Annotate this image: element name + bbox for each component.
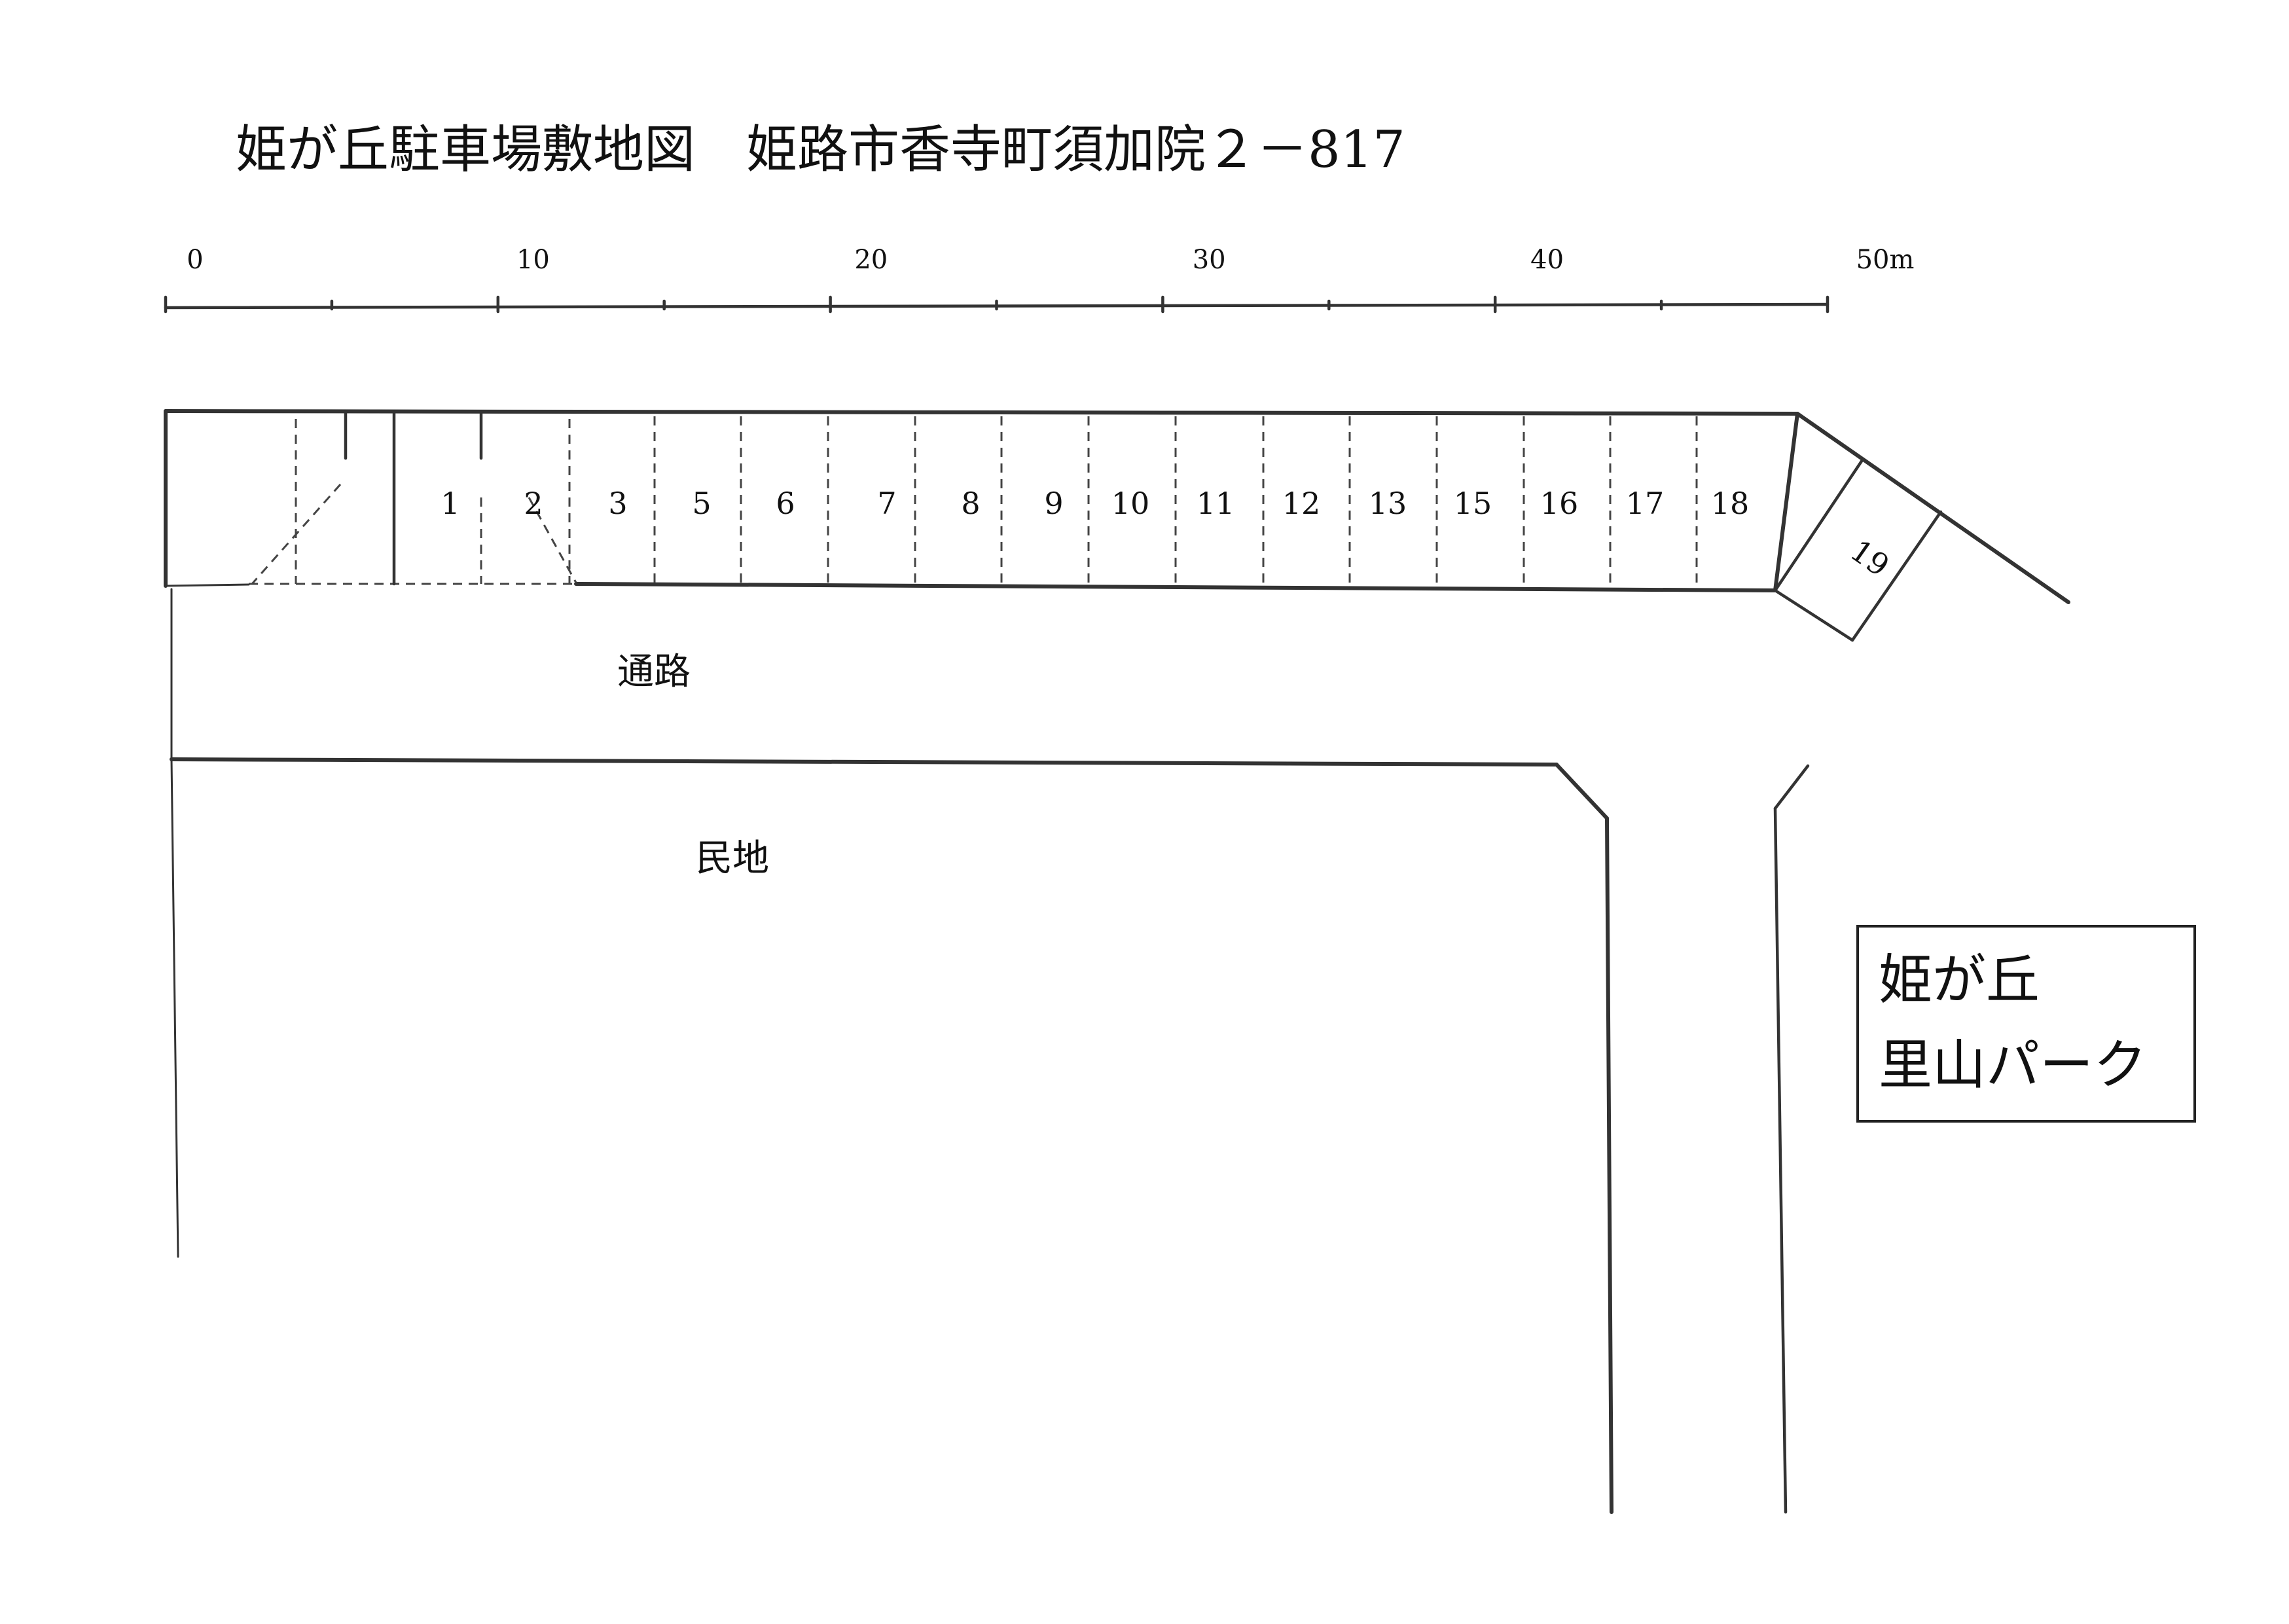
parking-space-number: 12 [1282,486,1321,521]
scale-bar: 0 10 20 30 40 50m [164,245,1915,314]
scale-label: 20 [854,245,888,275]
scale-label: 40 [1530,245,1564,275]
private-land-label: 民地 [696,837,769,880]
parking-space-number: 16 [1540,486,1579,521]
parking-space-number: 17 [1626,486,1665,521]
parking-space-number: 19 [1844,533,1896,584]
park-label-box: 姫が丘 里山パーク [1856,925,2196,1123]
park-label-line2: 里山パーク [1879,1034,2147,1096]
parking-space-number: 9 [1044,486,1063,521]
scale-label: 0 [187,245,203,275]
parking-space-number: 18 [1711,486,1750,521]
parking-space-dividers [653,416,1698,588]
parking-space-number: 11 [1197,486,1235,521]
parking-space-number: 7 [877,486,896,521]
roads [170,588,1810,1514]
parking-space-number: 8 [961,486,980,521]
parking-space-number: 10 [1111,486,1150,521]
scale-label: 50m [1856,245,1915,275]
parking-space-number: 2 [524,486,543,521]
parking-space-number: 15 [1454,486,1492,521]
scale-label: 10 [516,245,550,275]
parking-space-number: 3 [608,486,627,521]
parking-space-number: 13 [1369,486,1407,521]
parking-space-number: 1 [441,486,460,521]
parking-lot-outline [164,409,2070,642]
passage-label: 通路 [617,651,691,693]
scale-label: 30 [1193,245,1226,275]
parking-space-number: 6 [776,486,795,521]
park-label-line1: 姫が丘 [1879,949,2040,1011]
map-title: 姫が丘駐車場敷地図 姫路市香寺町須加院２－817 [236,120,1405,179]
parking-space-number: 5 [692,486,711,521]
